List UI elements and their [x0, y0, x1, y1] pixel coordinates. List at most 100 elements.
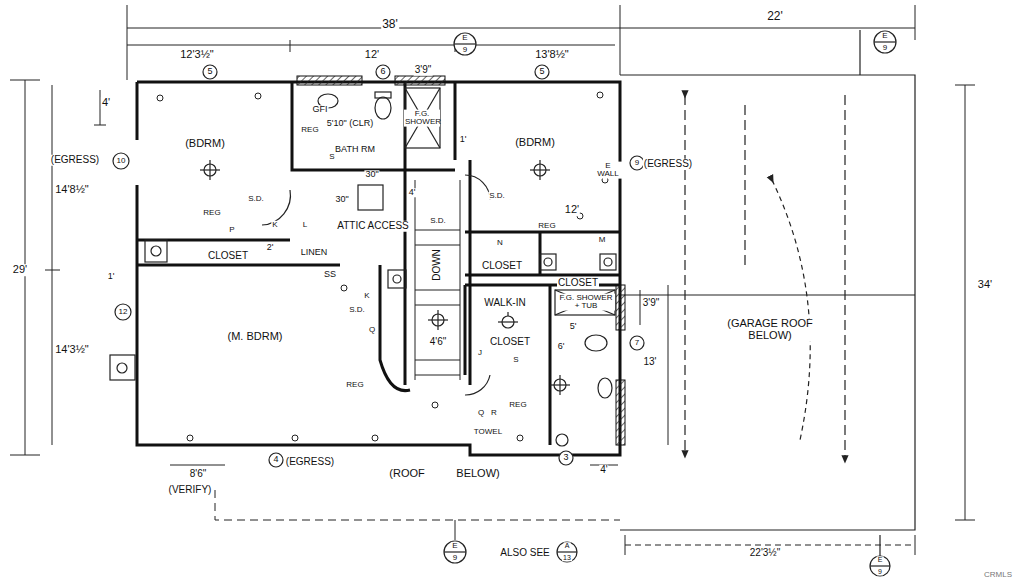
outlets — [292, 435, 298, 441]
garage-roof — [620, 294, 915, 295]
plan-label: 6' — [557, 342, 566, 351]
plan-label: (EGRESS) — [643, 159, 693, 170]
plan-label: 13 — [562, 554, 572, 561]
plan-label: S.D. — [488, 192, 506, 200]
dimension-lines — [52, 85, 53, 445]
plan-label: REG — [202, 209, 221, 217]
plan-label: 6 — [379, 67, 386, 76]
outlets — [187, 435, 193, 441]
callout-circles — [444, 541, 466, 563]
callout-circles — [874, 41, 896, 42]
fixtures — [556, 434, 568, 446]
plan-label: E — [451, 542, 458, 550]
plan-label: 2' — [266, 243, 275, 252]
plan-label: 4'6" — [429, 337, 448, 348]
plan-label: R — [490, 409, 498, 417]
callout-circles — [454, 43, 476, 44]
plan-label: N — [496, 239, 504, 247]
fixtures — [388, 270, 406, 288]
fixtures — [358, 185, 383, 210]
fixtures — [117, 363, 127, 373]
outlets — [157, 95, 163, 101]
plan-label: 5 — [206, 67, 213, 76]
fixtures — [375, 92, 391, 98]
plan-label: 9 — [634, 159, 640, 167]
fixtures — [585, 335, 607, 351]
plan-label: E WALL — [593, 162, 623, 179]
hatched-walls — [616, 380, 625, 445]
callout-circles — [203, 65, 217, 79]
fixtures — [555, 290, 615, 315]
plan-label: 9 — [462, 46, 468, 54]
fixtures — [405, 88, 440, 148]
plan-label: CLOSET — [481, 261, 523, 272]
fixtures — [600, 254, 616, 270]
plan-label: CLOSET — [557, 278, 599, 289]
plan-label: 1' — [107, 272, 116, 281]
roof-below-line — [455, 520, 456, 540]
plan-label: E — [881, 32, 888, 40]
stair-treads — [415, 245, 460, 246]
fixtures — [405, 88, 440, 148]
plan-label: 10 — [116, 157, 127, 165]
fixtures — [145, 240, 167, 262]
plan-label: 30" — [364, 170, 379, 179]
stair-treads — [415, 230, 460, 231]
plan-label: P — [228, 226, 235, 234]
callout-circles — [874, 31, 896, 53]
fixtures — [559, 375, 560, 395]
plan-label: REG — [508, 401, 527, 409]
garage-roof — [879, 535, 880, 557]
hatched-walls — [297, 76, 625, 445]
plan-label: 8'6" — [189, 469, 208, 480]
garage-roof — [859, 30, 860, 75]
plan-label: J — [477, 349, 483, 357]
walls — [465, 285, 620, 445]
stair-treads — [415, 360, 460, 361]
walls — [137, 82, 620, 455]
callout-circles — [454, 33, 476, 55]
callout-circles — [269, 453, 283, 467]
callout-circles — [535, 65, 549, 79]
dimension-lines — [620, 5, 621, 75]
dimension-lines — [668, 285, 669, 445]
plan-label: 7 — [634, 339, 640, 347]
callout-circles — [444, 551, 466, 552]
walls — [137, 240, 340, 265]
plan-label: (BDRM) — [514, 137, 556, 149]
outlets — [517, 435, 523, 441]
garage-roof — [744, 105, 745, 270]
plan-label: 9 — [452, 554, 458, 562]
dimension-lines — [915, 5, 916, 40]
dimension-lines — [915, 535, 916, 555]
plan-label: BELOW) — [455, 468, 500, 480]
hatched-walls — [297, 76, 362, 85]
plan-label: 3'9" — [414, 65, 433, 76]
callout-circles — [630, 336, 644, 350]
dimension-lines — [290, 40, 291, 52]
callout-circles — [376, 65, 390, 79]
roof-below-line — [215, 490, 620, 520]
plan-label: 12' — [564, 204, 580, 216]
outlets — [432, 402, 438, 408]
garage-roof — [844, 95, 845, 460]
stair-treads — [415, 180, 460, 380]
dimension-lines — [170, 465, 225, 466]
fixtures — [151, 246, 161, 256]
plan-label: 4' — [101, 97, 111, 109]
fixtures — [110, 88, 616, 446]
walls — [380, 265, 410, 391]
plan-label: (M. BDRM) — [227, 331, 284, 343]
plan-label: L — [302, 221, 308, 229]
callout-circles — [113, 153, 129, 169]
plan-label: 13'8½" — [534, 49, 570, 61]
plan-label: 14'8½" — [54, 184, 90, 196]
outlets — [597, 92, 603, 98]
plan-label: 4' — [599, 465, 608, 476]
callout-circles — [870, 565, 890, 566]
plan-label: Q — [368, 326, 376, 334]
plan-label: (EGRESS) — [285, 457, 335, 468]
plan-label: A — [564, 542, 571, 549]
plan-label: F.G. SHOWER — [404, 110, 440, 127]
